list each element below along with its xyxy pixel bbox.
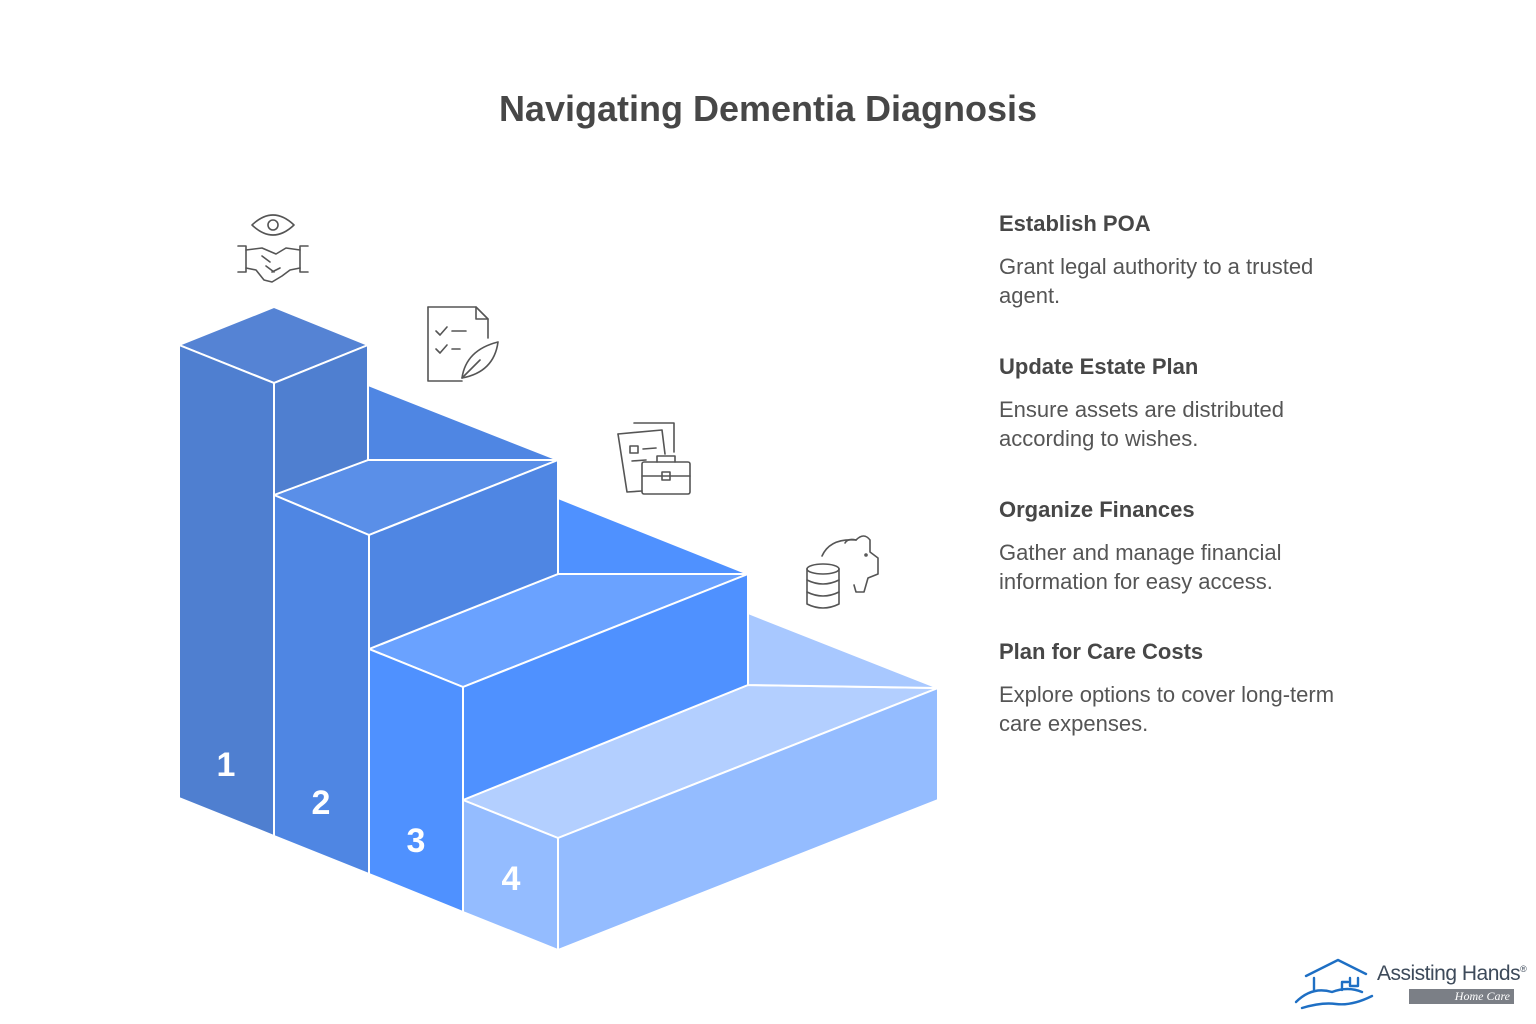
step-2-number: 2 (312, 784, 331, 822)
documents-briefcase-icon (617, 422, 691, 495)
step-4-text: Plan for Care Costs Explore options to c… (999, 638, 1359, 738)
logo-subtitle: Home Care (1409, 989, 1514, 1004)
company-logo: Assisting Hands® Home Care (1292, 956, 1527, 1012)
step-1-title: Establish POA (999, 211, 1151, 236)
step-4-title: Plan for Care Costs (999, 639, 1204, 664)
piggy-bank-coins-icon (806, 535, 879, 609)
step-3-title: Organize Finances (999, 497, 1195, 522)
page-title: Navigating Dementia Diagnosis (498, 88, 1038, 129)
step-2-text: Update Estate Plan Ensure assets are dis… (999, 353, 1359, 453)
step-2-block (273, 384, 559, 875)
step-1-block (178, 306, 369, 837)
step-3-block (368, 497, 749, 913)
handshake-eye-icon (237, 214, 309, 283)
document-leaf-checklist-icon (427, 306, 499, 382)
logo-name: Assisting Hands® (1377, 962, 1527, 985)
step-1-description: Grant legal authority to a trusted agent… (999, 254, 1314, 308)
step-4-description: Explore options to cover long-term care … (999, 682, 1335, 736)
step-3-text: Organize Finances Gather and manage fina… (999, 496, 1359, 596)
step-3-description: Gather and manage financial information … (999, 540, 1282, 594)
step-1-text: Establish POA Grant legal authority to a… (999, 210, 1359, 310)
step-2-title: Update Estate Plan (999, 354, 1199, 379)
step-2-description: Ensure assets are distributed according … (999, 397, 1284, 451)
step-1-number: 1 (217, 746, 236, 784)
step-4-number: 4 (502, 860, 521, 898)
house-hands-icon (1294, 958, 1374, 1010)
step-3-number: 3 (407, 822, 426, 860)
